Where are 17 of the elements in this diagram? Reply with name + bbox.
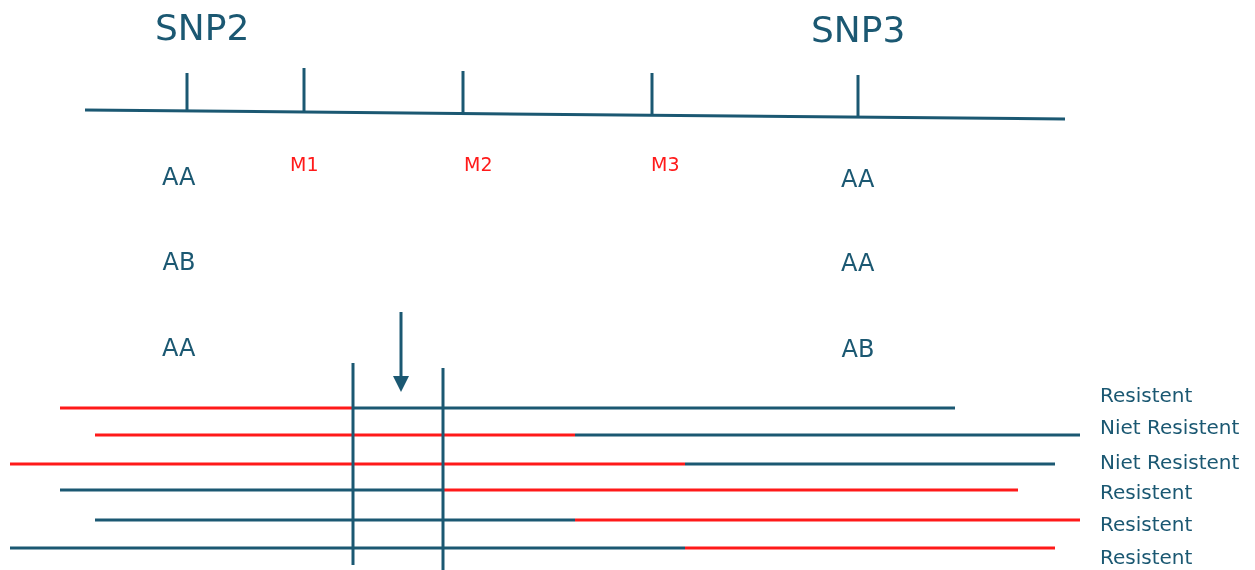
marker-name: SNP2 bbox=[155, 10, 250, 46]
marker-name: SNP3 bbox=[811, 12, 906, 48]
genotype-label: AB bbox=[841, 337, 875, 361]
phenotype-label: Resistent bbox=[1100, 385, 1193, 405]
phenotype-label: Niet Resistent bbox=[1100, 452, 1240, 472]
phenotype-label: Niet Resistent bbox=[1100, 417, 1240, 437]
marker-label: M2 bbox=[464, 155, 493, 174]
genotype-label: AA bbox=[162, 165, 196, 189]
marker-label: M1 bbox=[290, 155, 319, 174]
genotype-label: AA bbox=[841, 167, 875, 191]
genotype-label: AA bbox=[841, 251, 875, 275]
genotype-label: AB bbox=[162, 250, 196, 274]
marker-label: M3 bbox=[651, 155, 680, 174]
phenotype-label: Resistent bbox=[1100, 482, 1193, 502]
phenotype-label: Resistent bbox=[1100, 547, 1193, 567]
phenotype-label: Resistent bbox=[1100, 514, 1193, 534]
genotype-label: AA bbox=[162, 336, 196, 360]
